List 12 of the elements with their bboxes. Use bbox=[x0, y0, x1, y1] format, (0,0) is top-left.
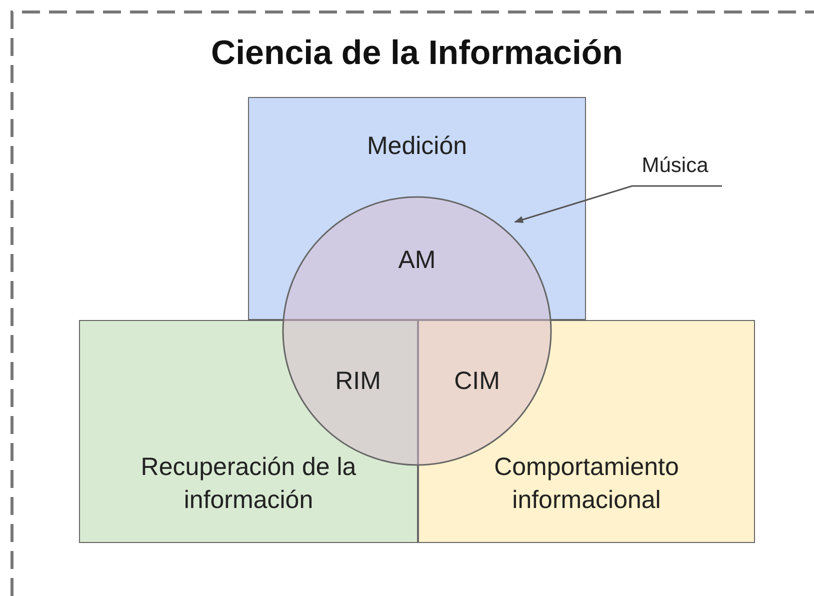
region-label: CIM bbox=[453, 367, 501, 396]
diagram-title: Ciencia de la Información bbox=[210, 34, 624, 73]
region-label: RIM bbox=[334, 367, 382, 396]
category-box bbox=[248, 97, 586, 320]
box-label: Medición bbox=[366, 131, 468, 162]
region-label: AM bbox=[397, 246, 437, 275]
box-label: Comportamiento informacional bbox=[493, 452, 680, 516]
leader-text: Música bbox=[625, 154, 725, 184]
category-box bbox=[418, 320, 755, 543]
category-box bbox=[79, 320, 418, 543]
box-label: Recuperación de la información bbox=[140, 452, 358, 516]
leader-line bbox=[514, 185, 722, 224]
